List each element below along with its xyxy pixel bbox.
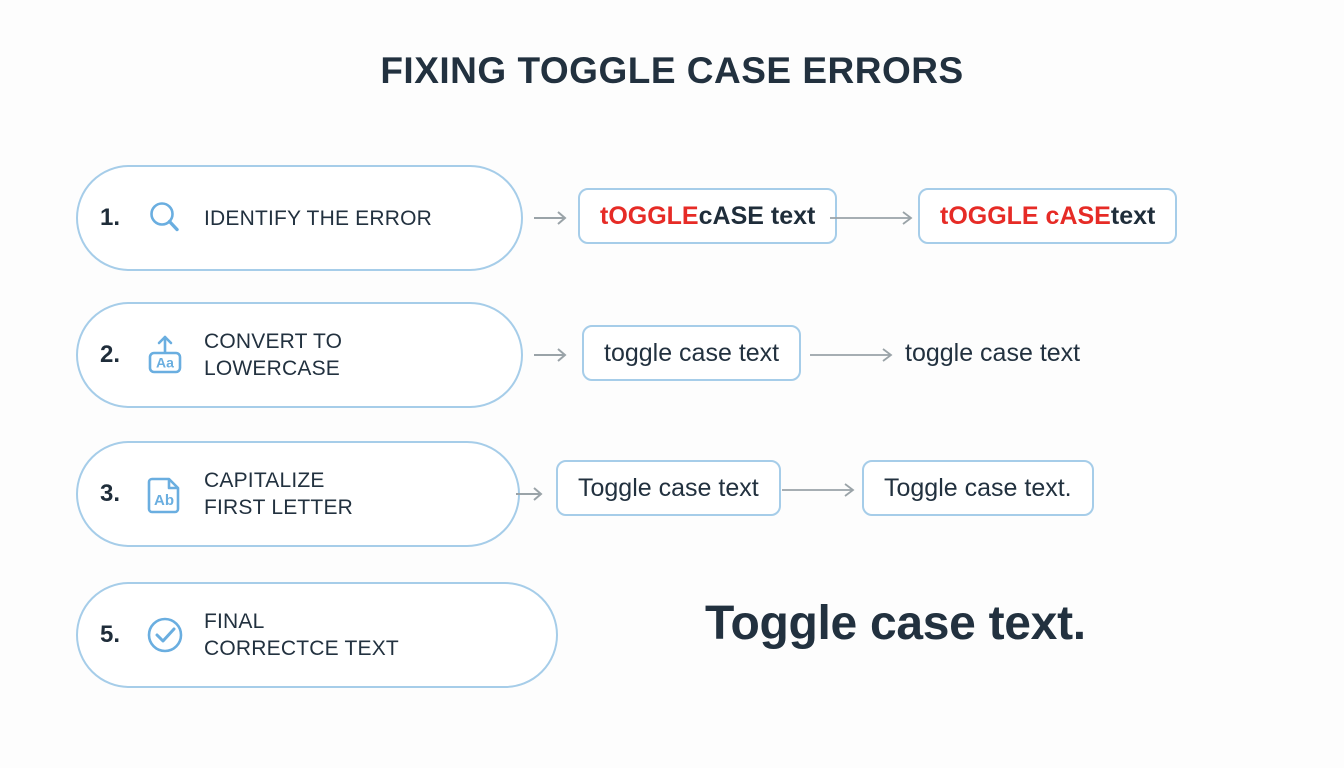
uppercase-to-lowercase-icon: Aa (142, 332, 188, 378)
text-chip-before-2[interactable]: toggle case text (582, 325, 802, 381)
svg-text:Ab: Ab (154, 492, 174, 509)
step-row-4: 5. FINAL CORRECTCE TEXT (0, 582, 1344, 692)
text-chip-after-1[interactable]: tOGGLE cASE text (918, 188, 1178, 244)
arrow-short-3 (514, 483, 550, 505)
step-pill-2[interactable]: 2. Aa CONVERT TO LOWERCASE (76, 302, 523, 408)
step-pill-3[interactable]: 3. Ab CAPITALIZE FIRST LETTER (76, 441, 520, 547)
arrow-short-2 (532, 344, 574, 366)
chip-segment-red: tOGGLE (600, 201, 699, 230)
page-title: FIXING TOGGLE CASE ERRORS (380, 50, 964, 91)
check-circle-icon (142, 612, 188, 658)
arrow-long-3 (780, 479, 862, 501)
chip-segment-dark: toggle case text (604, 338, 780, 367)
step-number: 5. (100, 621, 121, 648)
text-chip-after-3[interactable]: Toggle case text. (862, 460, 1094, 516)
step-label: CAPITALIZE FIRST LETTER (204, 469, 354, 519)
svg-text:Aa: Aa (156, 355, 174, 371)
final-result-text: Toggle case text. (705, 597, 1086, 650)
step-pill-1[interactable]: 1. IDENTIFY THE ERROR (76, 165, 523, 271)
arrow-long-1 (828, 207, 920, 229)
step-label: IDENTIFY THE ERROR (204, 206, 433, 230)
step-label: CONVERT TO LOWERCASE (204, 330, 343, 380)
step-row-1: 1. IDENTIFY THE ERROR tOGGLE cASE text t… (0, 165, 1344, 275)
step-label: FINAL CORRECTCE TEXT (204, 610, 399, 660)
chip-segment-dark: cASE text (698, 201, 816, 230)
text-result-after-2: toggle case text (905, 325, 1080, 381)
step-number: 1. (100, 204, 121, 231)
text-chip-before-1[interactable]: tOGGLE cASE text (578, 188, 838, 244)
step-row-3: 3. Ab CAPITALIZE FIRST LETTER Toggle cas… (0, 441, 1344, 551)
arrow-short-1 (532, 207, 574, 229)
text-chip-before-3[interactable]: Toggle case text (556, 460, 781, 516)
step-number: 3. (100, 480, 121, 507)
step-number: 2. (100, 341, 121, 368)
chip-segment-red: tOGGLE cASE (940, 201, 1111, 230)
chip-segment-dark: Toggle case text (578, 473, 759, 502)
chip-segment-dark: toggle case text (905, 338, 1081, 367)
arrow-long-2 (808, 344, 900, 366)
step-pill-4[interactable]: 5. FINAL CORRECTCE TEXT (76, 582, 558, 688)
chip-segment-dark: Toggle case text. (884, 473, 1072, 502)
chip-segment-dark: text (1110, 201, 1156, 230)
document-ab-icon: Ab (142, 471, 188, 517)
step-row-2: 2. Aa CONVERT TO LOWERCASE toggle case t… (0, 302, 1344, 412)
magnifier-icon (142, 195, 188, 241)
